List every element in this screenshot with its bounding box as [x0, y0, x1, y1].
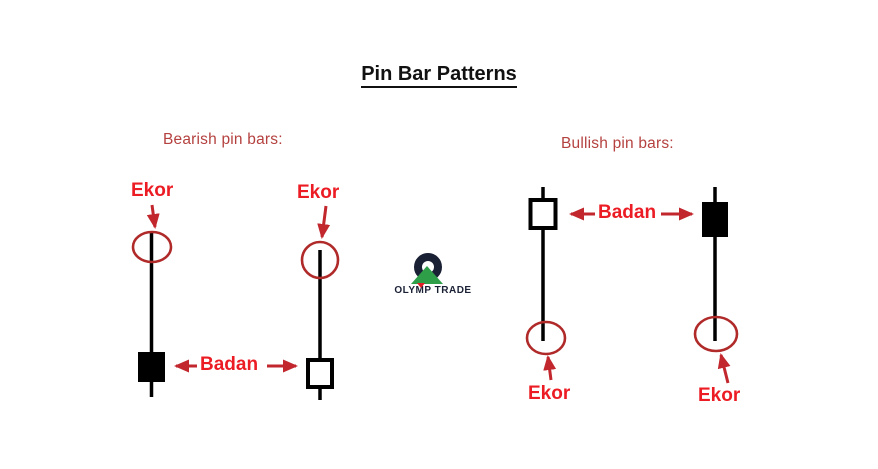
bullish-candle-2-ekor-arrow — [717, 353, 731, 384]
page-title-text: Pin Bar Patterns — [361, 63, 517, 88]
bullish-candle-1 — [528, 187, 558, 341]
olymp-trade-red-tick-icon — [417, 283, 425, 288]
olymp-trade-mountain-icon — [411, 266, 443, 284]
bearish-candle-2-tail-circle — [300, 240, 340, 280]
bearish-candle-1 — [138, 232, 165, 397]
ekor-label-bearish-1: Ekor — [131, 180, 174, 201]
bullish-candle-2 — [702, 187, 728, 341]
badan-label-bearish: Badan — [200, 354, 259, 375]
olymp-trade-logo-text: OLYMP TRADE — [394, 285, 472, 296]
bearish-candle-2-ekor-arrow — [317, 205, 331, 239]
ekor-label-bearish-2: Ekor — [297, 182, 340, 203]
bullish-section-heading: Bullish pin bars: — [561, 135, 674, 152]
ekor-label-bullish-1: Ekor — [528, 383, 571, 404]
bullish-candle-1-tail-circle — [525, 320, 567, 356]
bullish-candle-2-tail-circle — [693, 315, 739, 353]
ekor-label-bullish-2: Ekor — [698, 385, 741, 406]
bullish-candle-2-body — [702, 202, 728, 237]
bearish-candle-2 — [306, 250, 334, 400]
bullish-candle-1-body — [528, 198, 558, 230]
page-title: Pin Bar Patterns — [0, 63, 878, 88]
bullish-candle-1-ekor-arrow — [543, 355, 557, 381]
bearish-candle-1-body — [138, 352, 165, 382]
badan-label-bullish: Badan — [598, 202, 657, 223]
bearish-candle-1-ekor-arrow — [146, 204, 160, 229]
bearish-candle-1-tail-circle — [131, 230, 173, 264]
bearish-candle-2-body — [306, 358, 334, 389]
bearish-section-heading: Bearish pin bars: — [163, 131, 283, 148]
